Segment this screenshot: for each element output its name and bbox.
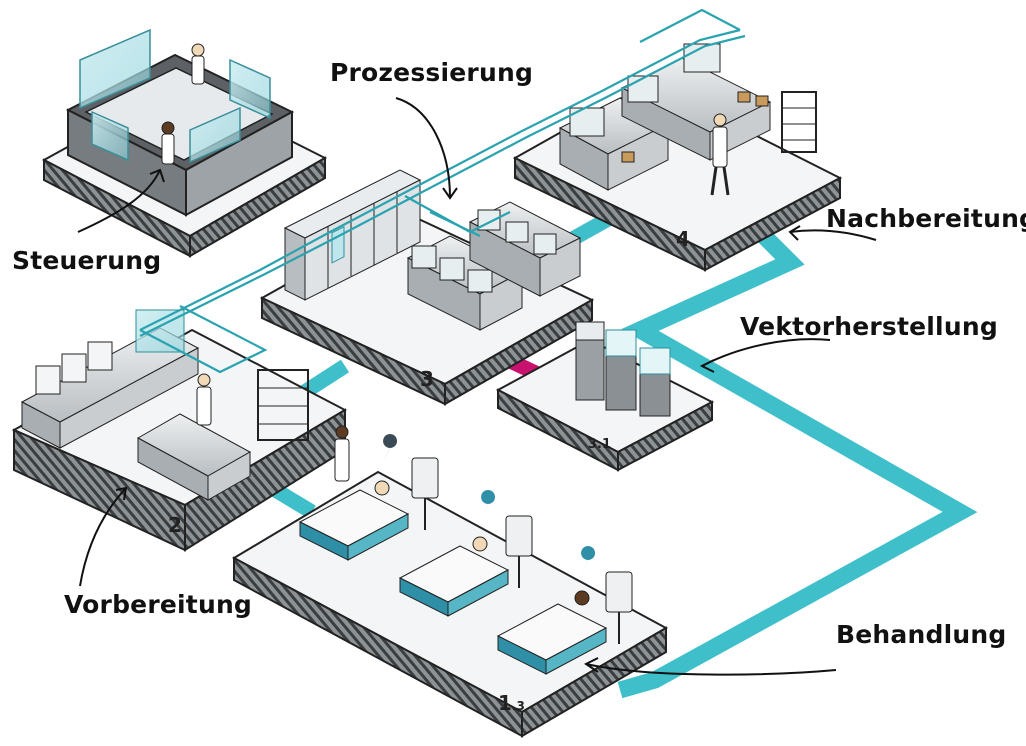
platform-station-4: 4 [512,43,843,272]
platform-station-3: 3 [259,169,595,406]
pipe-network [139,8,746,374]
bed-1 [298,480,410,561]
station-number-1-3: 1.3 [498,691,525,715]
platform-steuerung [41,28,328,258]
platform-station-2: 2 [11,309,348,552]
bed-3 [496,590,608,675]
label-behandlung: Behandlung [836,620,1007,649]
label-vektorherstellung: Vektorherstellung [740,312,998,341]
label-steuerung: Steuerung [12,246,162,275]
label-prozessierung: Prozessierung [330,58,534,87]
platform-station-1-3: 1.3 [231,425,669,738]
station-number-3: 3 [420,367,434,391]
label-vorbereitung: Vorbereitung [64,590,253,619]
bed-2 [398,536,510,617]
station-number-3-1: 3.1 [588,437,611,452]
cabinet-row [283,169,422,301]
flow-band [617,225,978,699]
label-nachbereitung: Nachbereitung [826,204,1026,233]
station-number-4: 4 [676,227,690,251]
platform-station-3-1: 3.1 [495,321,715,472]
station-number-2: 2 [168,513,182,537]
label-arrows [77,97,877,676]
